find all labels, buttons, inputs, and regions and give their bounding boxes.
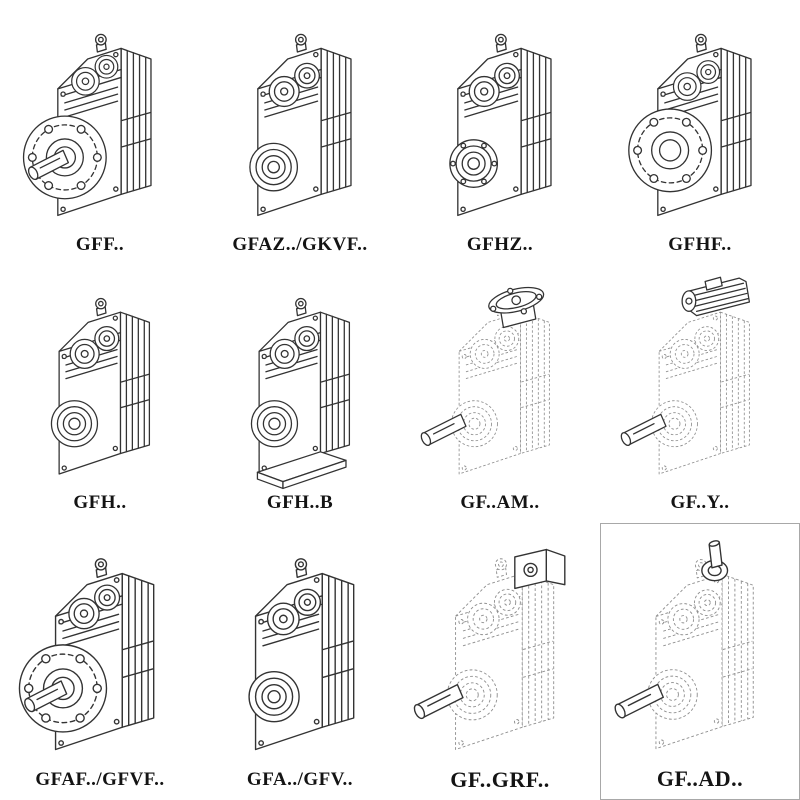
- model-label: GFHZ..: [466, 234, 534, 255]
- product-cell-gfh: GFH..: [0, 265, 200, 523]
- gearbox-drawing-top-input-shaft: [612, 539, 754, 750]
- product-cell-gf-ad: GF..AD..: [600, 523, 800, 800]
- product-cell-gf-grf: GF..GRF..: [400, 523, 600, 800]
- product-cell-gfhz: GFHZ..: [400, 0, 600, 265]
- product-cell-gfaz-gkvf: GFAZ../GKVF..: [200, 0, 400, 265]
- gearbox-drawing-hollow-shaft: [249, 33, 352, 217]
- gearbox-drawing-motor-adapter-flange: [418, 282, 550, 475]
- model-label: GFF..: [75, 234, 125, 255]
- product-cell-gfaf-gfvf: GFAF../GFVF..: [0, 523, 200, 800]
- gearbox-drawing-with-mounted-motor: [618, 276, 751, 475]
- model-label: GF..Y..: [670, 492, 730, 513]
- gearbox-drawing-foot-mounted: [250, 297, 351, 490]
- product-cell-gf-y: GF..Y..: [600, 265, 800, 523]
- model-label: GFH..B: [266, 492, 334, 513]
- gearbox-drawing-hollow-shaft: [248, 558, 355, 751]
- gearbox-drawing-flange-hollow-shaft: [628, 33, 752, 217]
- model-label: GF..GRF..: [450, 767, 550, 792]
- model-label: GFAF../GFVF..: [35, 769, 165, 790]
- gearbox-drawing-hollow-shaft: [50, 297, 151, 475]
- product-cell-gfhf: GFHF..: [600, 0, 800, 265]
- product-cell-gfa-gfv: GFA../GFV..: [200, 523, 400, 800]
- model-label: GFA../GFV..: [246, 769, 354, 790]
- product-cell-gfh-b: GFH..B: [200, 265, 400, 523]
- product-cell-gff: GFF..: [0, 0, 200, 265]
- model-label: GF..AD..: [656, 766, 744, 791]
- model-label: GFHF..: [668, 234, 732, 255]
- model-label: GFH..: [73, 492, 127, 513]
- gearbox-drawing-output-flange-solid-shaft: [18, 558, 155, 751]
- gearbox-drawing-hollow-shaft-shrink-disc: [449, 33, 552, 217]
- gearbox-drawing-input-adapter-box: [411, 548, 566, 750]
- gearbox-drawing-output-flange-solid-shaft: [22, 33, 152, 217]
- product-cell-gf-am: GF..AM..: [400, 265, 600, 523]
- model-label: GF..AM..: [460, 492, 540, 513]
- model-label: GFAZ../GKVF..: [232, 234, 368, 255]
